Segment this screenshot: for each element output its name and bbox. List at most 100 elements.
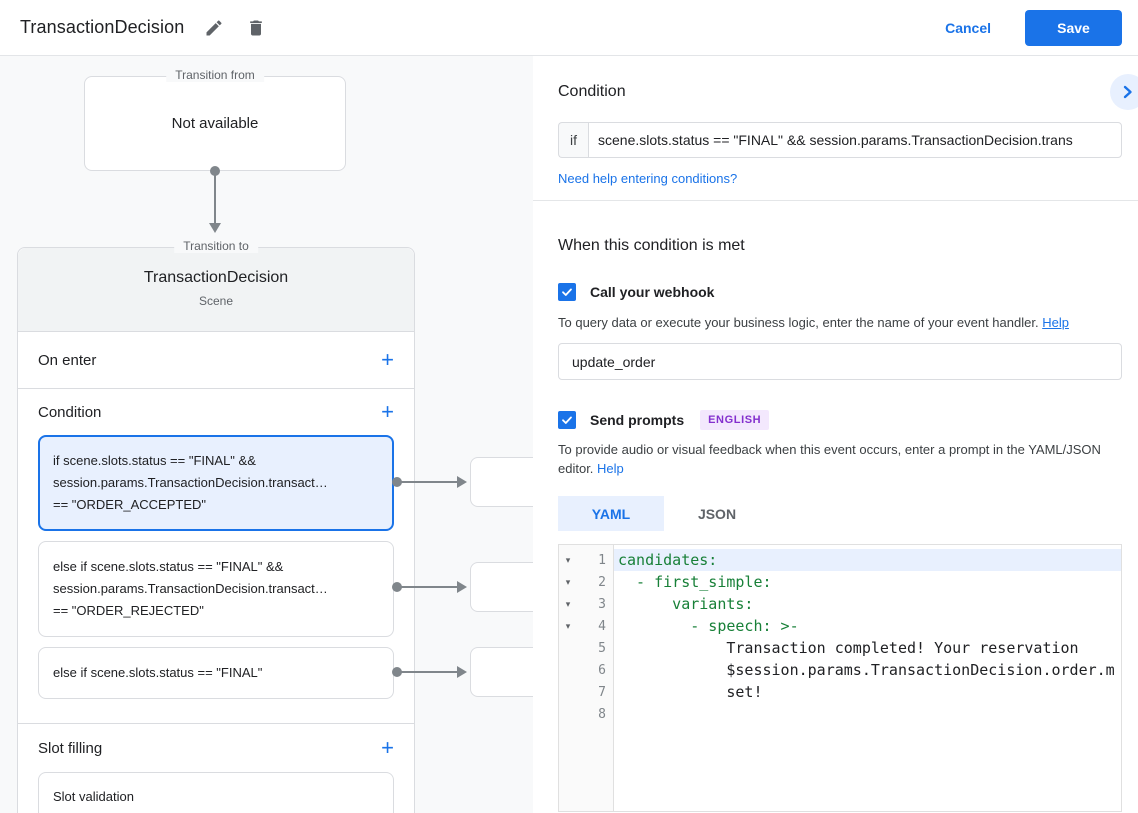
condition-card[interactable]: else if scene.slots.status == "FINAL" &&…	[38, 541, 394, 637]
webhook-description: To query data or execute your business l…	[558, 315, 1069, 330]
code-line: - first_simple:	[618, 573, 772, 591]
transition-target-box[interactable]	[470, 457, 533, 507]
when-met-heading: When this condition is met	[558, 237, 745, 254]
transition-from-box: Transition from Not available	[84, 68, 346, 171]
condition-expression-input[interactable]	[588, 122, 1122, 158]
code-line: Transaction completed! Your reservation	[618, 639, 1079, 657]
scene-subtitle: Scene	[198, 294, 234, 308]
gutter-row: ▾1	[559, 549, 613, 571]
line-number: 4	[598, 618, 606, 634]
line-number: 3	[598, 596, 606, 612]
slot-filling-label: Slot filling	[38, 739, 103, 757]
prompts-help-link[interactable]: Help	[597, 461, 624, 476]
connector-arrowhead	[209, 223, 221, 233]
cancel-button[interactable]: Cancel	[945, 19, 991, 36]
slot-validation-card[interactable]: Slot validation	[38, 772, 394, 813]
collapse-panel-button[interactable]	[1110, 74, 1138, 110]
connector-line	[397, 481, 459, 483]
gutter-row: 6	[559, 659, 613, 681]
condition-help-link[interactable]: Need help entering conditions?	[558, 171, 738, 186]
condition-expression-row: if	[558, 122, 1122, 158]
gutter-row: ▾2	[559, 571, 613, 593]
webhook-help-link[interactable]: Help	[1042, 315, 1069, 330]
slot-filling-row: Slot filling +	[18, 724, 414, 772]
on-enter-label: On enter	[38, 351, 97, 369]
add-on-enter-icon[interactable]: +	[381, 347, 394, 372]
editor-format-tabs: YAML JSON	[558, 496, 1122, 531]
delete-scene-button[interactable]	[244, 16, 268, 40]
chevron-right-icon	[1123, 85, 1132, 99]
edit-scene-button[interactable]	[202, 16, 226, 40]
connector-arrowhead	[457, 476, 467, 488]
connector-arrowhead	[457, 581, 467, 593]
condition-header-row: Condition +	[18, 389, 414, 435]
transition-target-box[interactable]	[470, 647, 533, 697]
webhook-handler-input[interactable]	[558, 343, 1122, 380]
slot-validation-label: Slot validation	[53, 788, 134, 804]
fold-arrow-icon[interactable]: ▾	[565, 620, 571, 631]
fold-arrow-icon[interactable]: ▾	[565, 598, 571, 609]
code-line: - speech: >-	[618, 617, 799, 635]
tab-json[interactable]: JSON	[697, 505, 737, 522]
gutter-row: ▾3	[559, 593, 613, 615]
checkmark-icon	[562, 416, 572, 424]
code-line: candidates:	[614, 549, 1121, 571]
condition-heading: Condition	[558, 83, 626, 100]
prompts-checkbox[interactable]	[558, 411, 576, 429]
save-button[interactable]: Save	[1025, 9, 1122, 46]
condition-card-line: else if scene.slots.status == "FINAL"	[53, 665, 263, 680]
condition-card-line: session.params.TransactionDecision.trans…	[53, 475, 328, 490]
scene-header: TransactionDecision Scene	[18, 248, 414, 332]
gutter-row: 8	[559, 703, 613, 725]
code-line: $session.params.TransactionDecision.orde…	[618, 661, 1115, 679]
condition-card[interactable]: if scene.slots.status == "FINAL" && sessi…	[38, 435, 394, 531]
if-prefix-label: if	[558, 122, 588, 158]
line-number: 5	[598, 640, 606, 656]
add-slot-icon[interactable]: +	[381, 735, 394, 760]
gutter-row: 7	[559, 681, 613, 703]
webhook-checkbox-row: Call your webhook	[558, 283, 1122, 301]
section-divider	[533, 200, 1138, 201]
gutter-row: 5	[559, 637, 613, 659]
scene-graph-canvas: Transition from Not available Transition…	[0, 56, 533, 813]
on-enter-row: On enter +	[18, 332, 414, 389]
line-number: 1	[598, 552, 606, 568]
transition-from-legend: Transition from	[166, 68, 264, 82]
transition-target-box[interactable]	[470, 562, 533, 612]
condition-section: Condition + if scene.slots.status == "FI…	[18, 389, 414, 724]
condition-section-label: Condition	[38, 403, 102, 421]
page-title: TransactionDecision	[20, 17, 185, 37]
webhook-checkbox[interactable]	[558, 283, 576, 301]
condition-card-line: == "ORDER_REJECTED"	[53, 603, 204, 618]
top-bar: TransactionDecision Cancel Save	[0, 0, 1138, 56]
code-line	[614, 703, 1121, 725]
transition-to-legend: Transition to	[174, 239, 258, 253]
add-condition-icon[interactable]: +	[381, 399, 394, 424]
connector-line	[214, 171, 216, 224]
code-line: set!	[618, 683, 763, 701]
tab-yaml[interactable]: YAML	[558, 496, 664, 531]
checkmark-icon	[562, 288, 572, 296]
connector-line	[397, 671, 459, 673]
prompts-description: To provide audio or visual feedback when…	[558, 442, 1101, 476]
fold-arrow-icon[interactable]: ▾	[565, 576, 571, 587]
condition-card-line: if scene.slots.status == "FINAL" &&	[53, 453, 256, 468]
transition-from-content: Not available	[171, 115, 259, 132]
webhook-checkbox-label: Call your webhook	[590, 284, 715, 300]
prompts-checkbox-label: Send prompts	[590, 412, 685, 428]
line-number: 6	[598, 662, 606, 678]
line-number: 7	[598, 684, 606, 700]
fold-arrow-icon[interactable]: ▾	[565, 554, 571, 565]
prompts-checkbox-row: Send prompts ENGLISH	[558, 410, 1122, 430]
pencil-icon	[206, 19, 222, 35]
condition-card-line: == "ORDER_ACCEPTED"	[53, 497, 206, 512]
trash-icon	[250, 20, 263, 35]
condition-card-line: session.params.TransactionDecision.trans…	[53, 581, 328, 596]
condition-detail-panel: Condition if Need help entering conditio…	[533, 56, 1138, 813]
connector-arrowhead	[457, 666, 467, 678]
editor-code-area[interactable]: candidates: - first_simple: variants: - …	[614, 545, 1121, 811]
gutter-row: ▾4	[559, 615, 613, 637]
condition-card[interactable]: else if scene.slots.status == "FINAL"	[38, 647, 394, 699]
